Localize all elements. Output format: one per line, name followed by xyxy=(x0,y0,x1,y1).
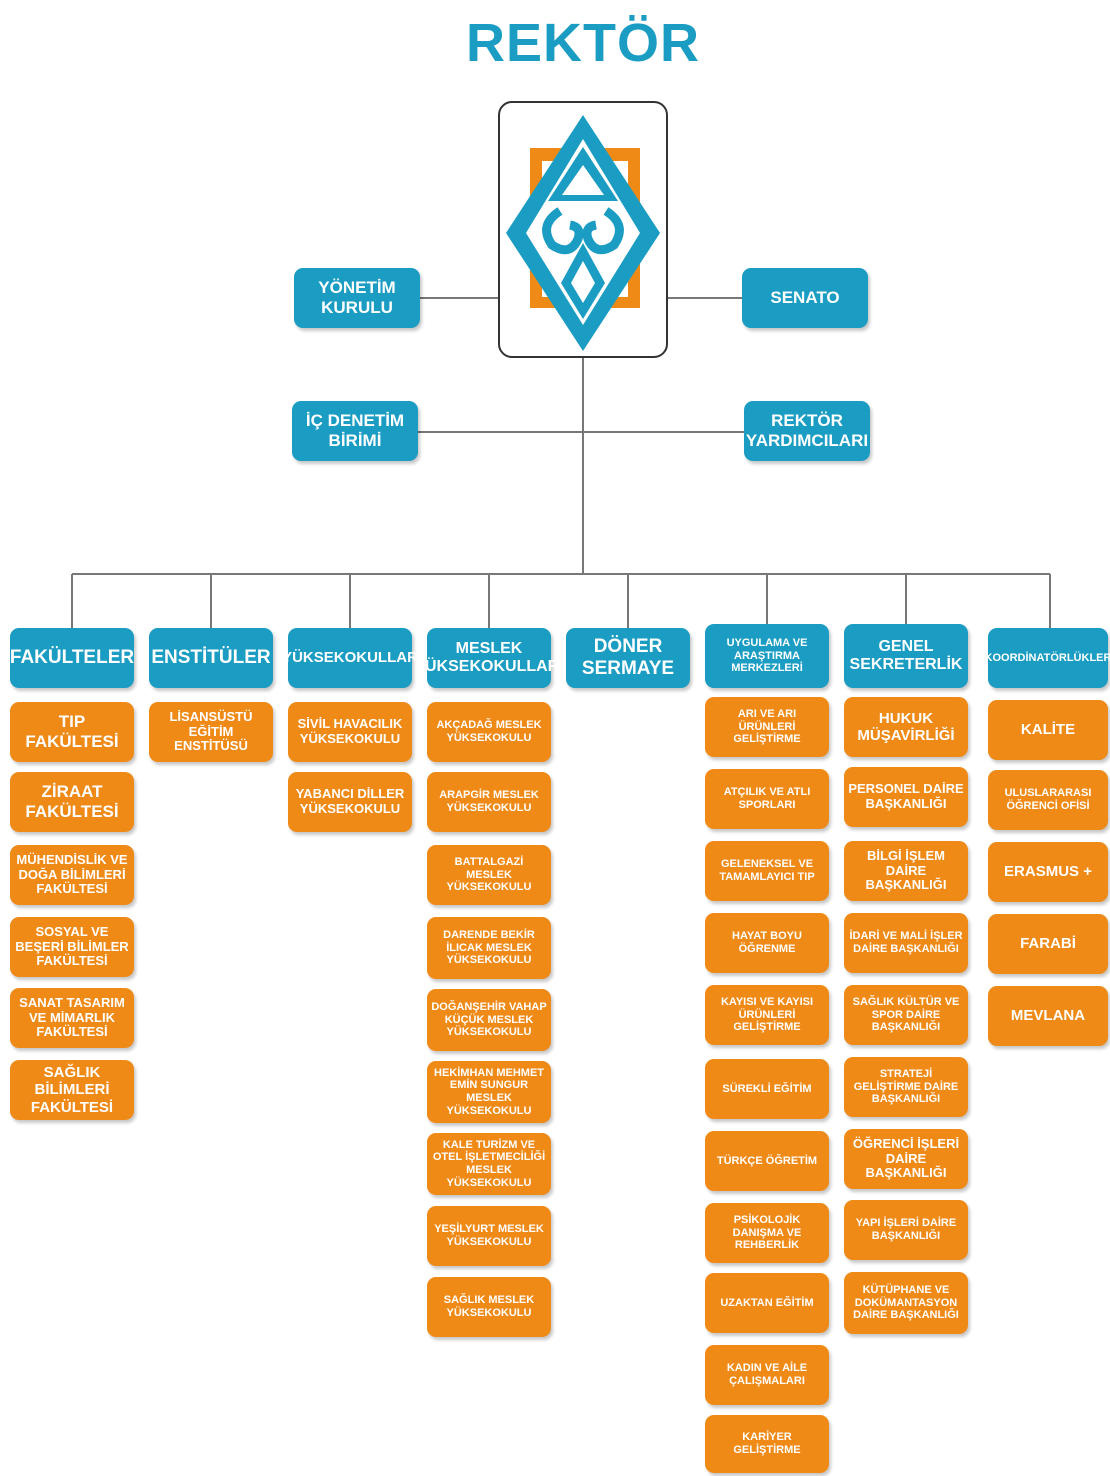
list-item: HUKUK MÜŞAVİRLİĞİ xyxy=(844,697,968,757)
list-item: İDARİ VE MALİ İŞLER DAİRE BAŞKANLIĞI xyxy=(844,913,968,973)
list-item: YEŞİLYURT MESLEK YÜKSEKOKULU xyxy=(427,1206,551,1266)
list-item: YABANCI DİLLER YÜKSEKOKULU xyxy=(288,772,412,832)
header-yuksekokullar: YÜKSEKOKULLAR xyxy=(282,628,418,688)
list-item: TÜRKÇE ÖĞRETİM xyxy=(705,1131,829,1191)
list-item: SANAT TASARIM VE MİMARLIK FAKÜLTESİ xyxy=(10,988,134,1048)
list-item: KALİTE xyxy=(988,700,1108,760)
list-item: ÖĞRENCİ İŞLERİ DAİRE BAŞKANLIĞI xyxy=(844,1129,968,1189)
list-item: KAYISI VE KAYISI ÜRÜNLERİ GELİŞTİRME xyxy=(705,985,829,1045)
senato-box: SENATO xyxy=(742,268,868,328)
list-item: KARİYER GELİŞTİRME xyxy=(705,1415,829,1473)
list-item: PSİKOLOJİK DANIŞMA VE REHBERLİK xyxy=(705,1203,829,1263)
list-item: SAĞLIK MESLEK YÜKSEKOKULU xyxy=(427,1277,551,1337)
list-item: DOĞANŞEHİR VAHAP KÜÇÜK MESLEK YÜKSEKOKUL… xyxy=(427,989,551,1051)
list-item: ARAPGİR MESLEK YÜKSEKOKULU xyxy=(427,772,551,832)
list-item: SAĞLIK BİLİMLERİ FAKÜLTESİ xyxy=(10,1060,134,1120)
list-item: GELENEKSEL VE TAMAMLAYICI TIP xyxy=(705,841,829,901)
list-item: AKÇADAĞ MESLEK YÜKSEKOKULU xyxy=(427,702,551,762)
ic-denetim-box: İÇ DENETİM BİRİMİ xyxy=(292,401,418,461)
header-meslek-yuksekokullari: MESLEK YÜKSEKOKULLARI xyxy=(414,628,564,688)
list-item: SÜREKLİ EĞİTİM xyxy=(705,1059,829,1119)
list-item: BATTALGAZİ MESLEK YÜKSEKOKULU xyxy=(427,845,551,905)
university-logo xyxy=(498,101,668,358)
list-item: HAYAT BOYU ÖĞRENME xyxy=(705,913,829,973)
list-item: TIP FAKÜLTESİ xyxy=(10,702,134,762)
list-item: KÜTÜPHANE VE DOKÜMANTASYON DAİRE BAŞKANL… xyxy=(844,1272,968,1334)
rektor-yardimcilari-box: REKTÖR YARDIMCILARI xyxy=(744,401,870,461)
list-item: BİLGİ İŞLEM DAİRE BAŞKANLIĞI xyxy=(844,841,968,901)
list-item: ULUSLARARASI ÖĞRENCİ OFİSİ xyxy=(988,770,1108,830)
header-koordinatorlukler: KOORDİNATÖRLÜKLER xyxy=(985,628,1110,688)
list-item: UZAKTAN EĞİTİM xyxy=(705,1273,829,1333)
header-enstituler: ENSTİTÜLER xyxy=(149,628,273,688)
list-item: SİVİL HAVACILIK YÜKSEKOKULU xyxy=(288,702,412,762)
list-item: MEVLANA xyxy=(988,986,1108,1046)
header-doner-sermaye: DÖNER SERMAYE xyxy=(566,628,690,688)
list-item: YAPI İŞLERİ DAİRE BAŞKANLIĞI xyxy=(844,1200,968,1260)
list-item: ERASMUS + xyxy=(988,842,1108,902)
page-title: REKTÖR xyxy=(466,13,700,73)
header-genel-sekreterlik: GENEL SEKRETERLİK xyxy=(844,624,968,688)
header-fakulteler: FAKÜLTELER xyxy=(10,628,134,688)
list-item: SAĞLIK KÜLTÜR VE SPOR DAİRE BAŞKANLIĞI xyxy=(844,985,968,1045)
list-item: LİSANSÜSTÜ EĞİTİM ENSTİTÜSÜ xyxy=(149,702,273,762)
list-item: ZİRAAT FAKÜLTESİ xyxy=(10,772,134,832)
list-item: ATÇILIK VE ATLI SPORLARI xyxy=(705,769,829,829)
header-uygulama-arastirma: UYGULAMA VE ARAŞTIRMA MERKEZLERİ xyxy=(705,624,829,688)
list-item: KADIN VE AİLE ÇALIŞMALARI xyxy=(705,1345,829,1405)
list-item: FARABİ xyxy=(988,914,1108,974)
list-item: PERSONEL DAİRE BAŞKANLIĞI xyxy=(844,767,968,827)
list-item: HEKİMHAN MEHMET EMİN SUNGUR MESLEK YÜKSE… xyxy=(427,1061,551,1123)
list-item: ARI VE ARI ÜRÜNLERİ GELİŞTİRME xyxy=(705,697,829,757)
list-item: KALE TURİZM VE OTEL İŞLETMECİLİĞİ MESLEK… xyxy=(427,1133,551,1195)
list-item: MÜHENDİSLİK VE DOĞA BİLİMLERİ FAKÜLTESİ xyxy=(10,845,134,905)
yonetim-kurulu-box: YÖNETİM KURULU xyxy=(294,268,420,328)
list-item: SOSYAL VE BEŞERİ BİLİMLER FAKÜLTESİ xyxy=(10,917,134,977)
university-logo-icon xyxy=(506,115,660,351)
list-item: DARENDE BEKİR İLICAK MESLEK YÜKSEKOKULU xyxy=(427,917,551,979)
list-item: STRATEJİ GELİŞTİRME DAİRE BAŞKANLIĞI xyxy=(844,1057,968,1117)
